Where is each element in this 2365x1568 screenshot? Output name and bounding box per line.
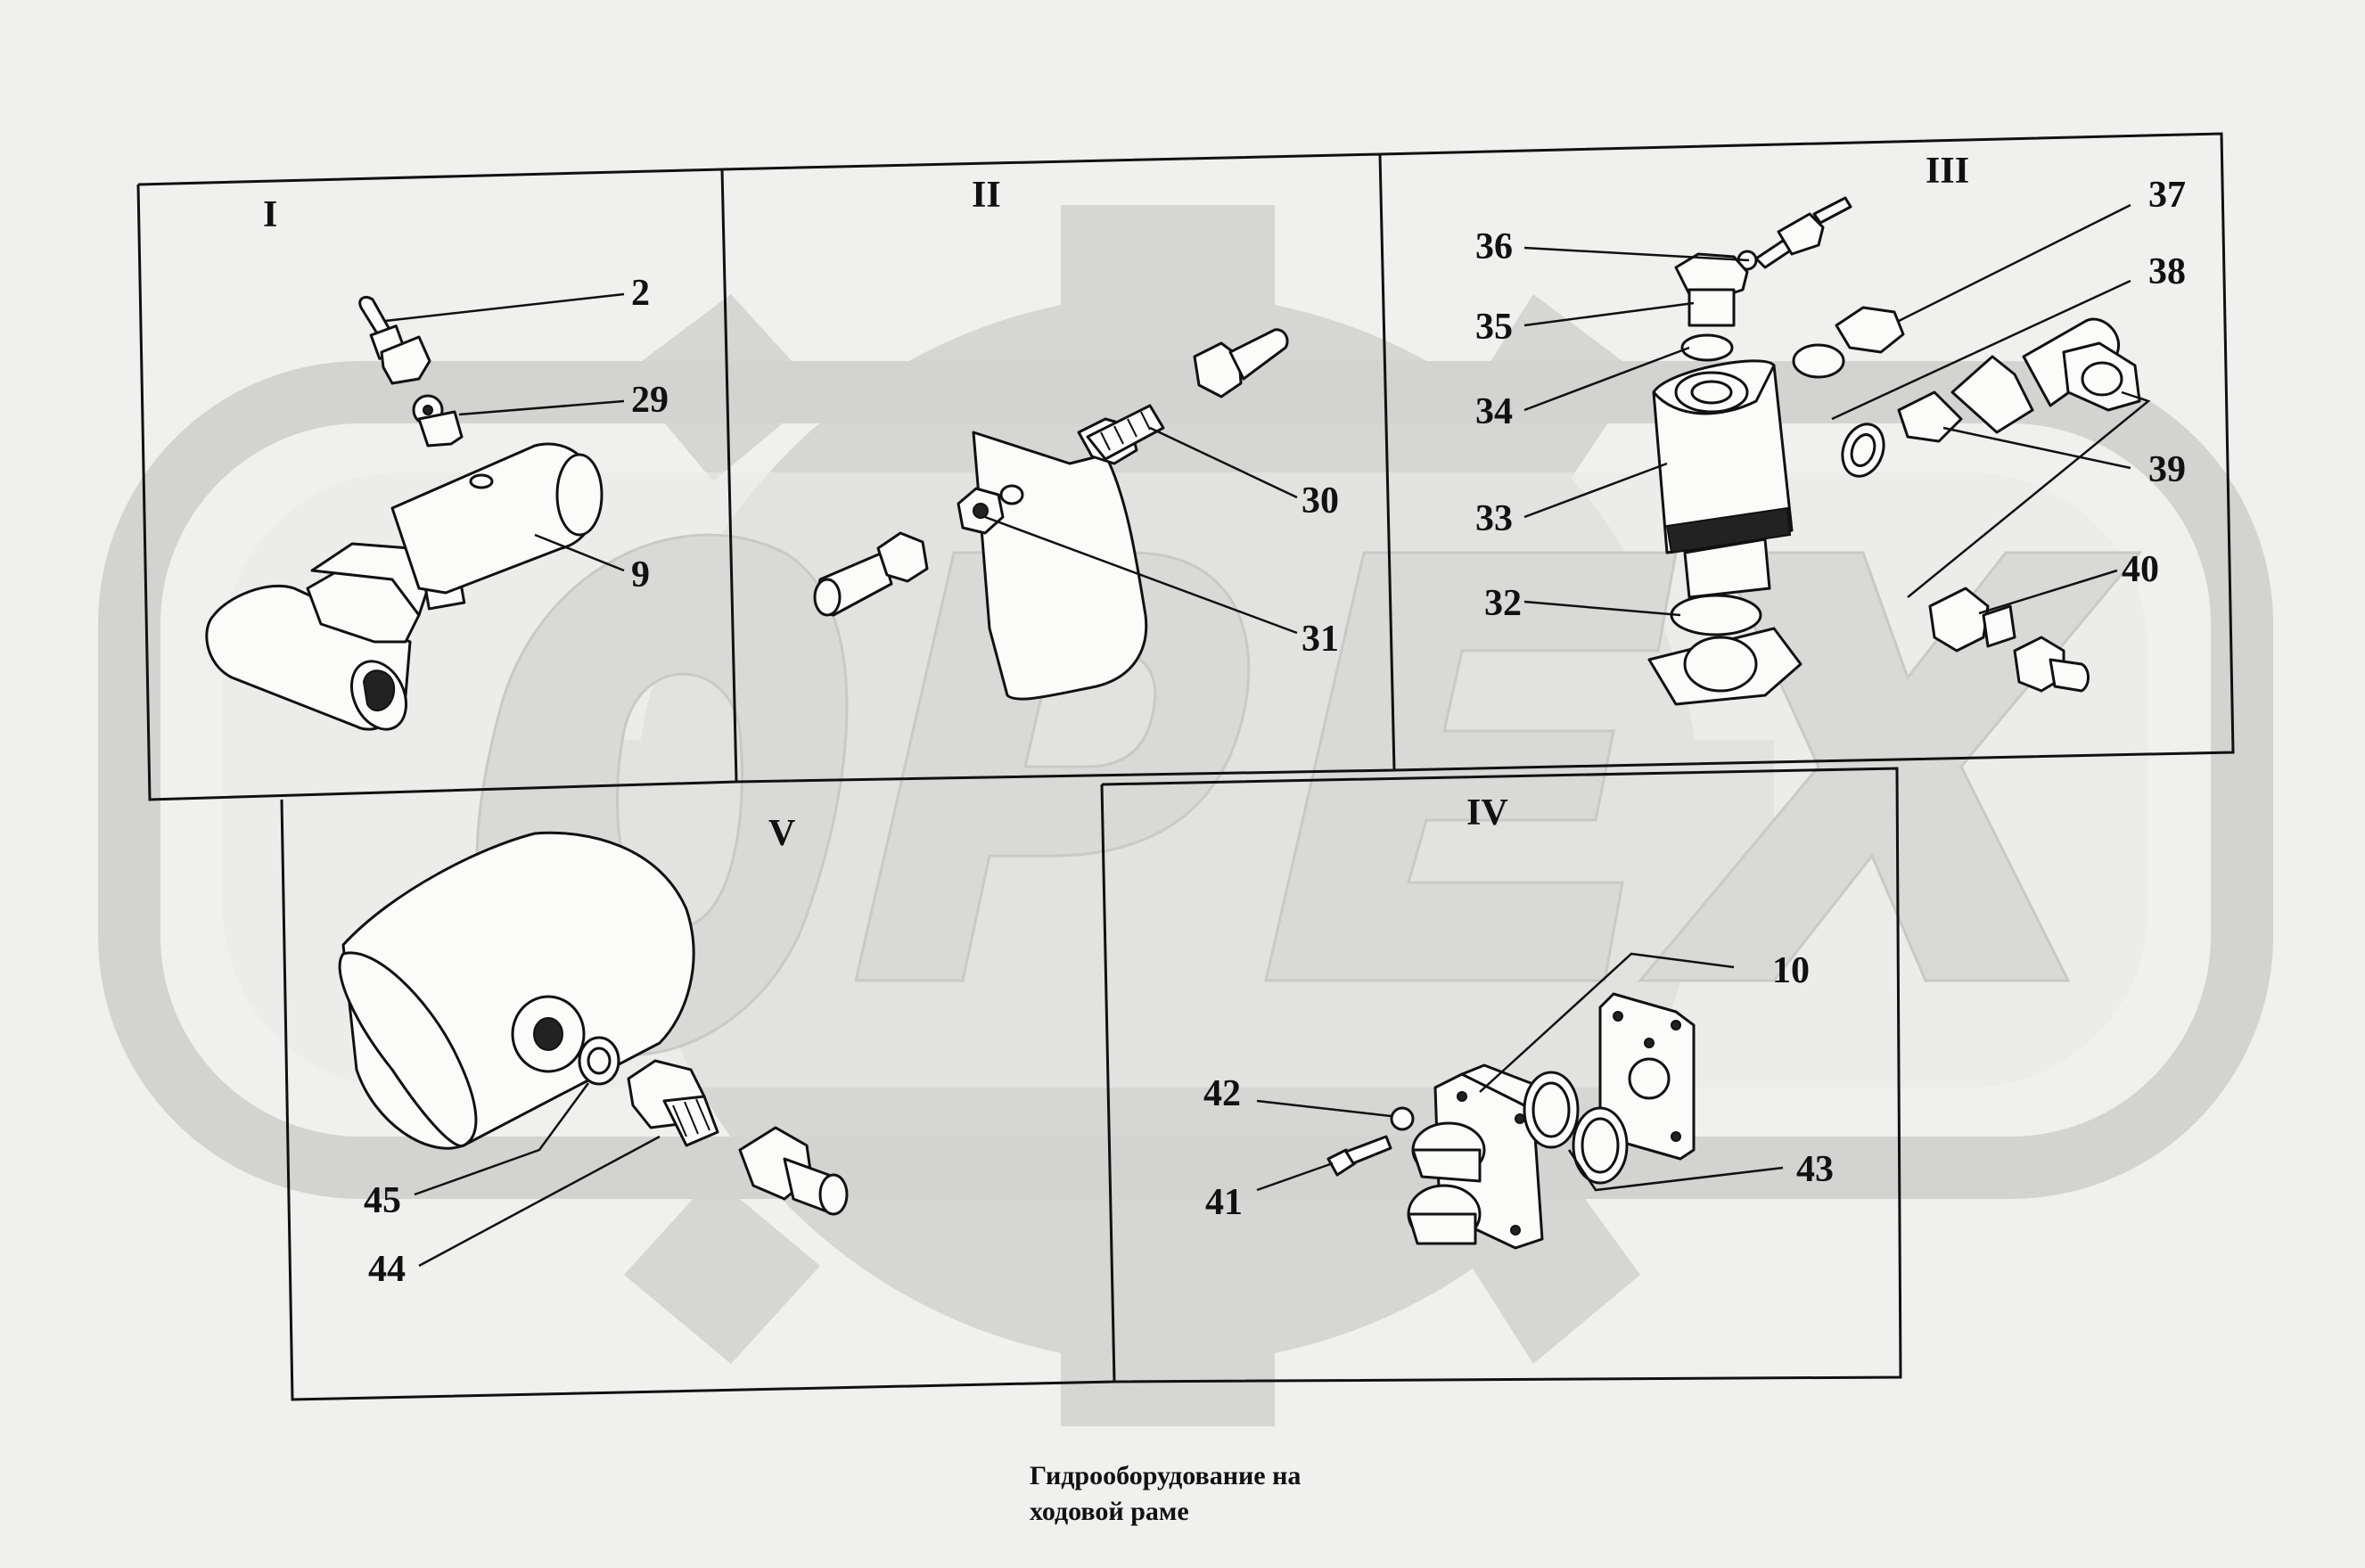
leader-37 <box>1898 203 2131 323</box>
view-frames <box>136 132 2235 1401</box>
leader-31 <box>984 515 1298 635</box>
part-rear-plate <box>1598 992 1696 1161</box>
view-label-I: I <box>263 194 277 235</box>
callout-43: 43 <box>1796 1149 1834 1190</box>
callout-2: 2 <box>631 273 650 314</box>
leader-34 <box>1523 346 1690 412</box>
frame-bottom-left <box>280 784 1116 1401</box>
part-2-fitting <box>358 295 431 385</box>
part-union-nut-V <box>738 1126 849 1216</box>
part-29-nipple <box>412 394 464 447</box>
leader-40 <box>1978 569 2118 615</box>
callout-45: 45 <box>364 1180 401 1221</box>
diagram-caption-line-2: ходовой раме <box>1030 1497 1189 1526</box>
callout-9: 9 <box>631 554 650 595</box>
leader-36 <box>1523 246 1750 262</box>
part-10-flange <box>1407 1063 1548 1250</box>
callout-38: 38 <box>2148 251 2186 292</box>
callout-40: 40 <box>2122 549 2159 590</box>
view-label-III: III <box>1926 151 1969 192</box>
view-IV-parts: 10 42 41 43 <box>1203 950 1834 1250</box>
leader-33 <box>1523 462 1668 519</box>
part-36-fitting <box>1737 196 1852 271</box>
part-33-filter <box>1652 359 1794 599</box>
part-37-plug <box>1792 306 1905 379</box>
part-42-washer <box>1390 1106 1415 1131</box>
frame-top-right <box>1379 132 2235 772</box>
callout-42: 42 <box>1203 1073 1241 1114</box>
view-label-V: V <box>768 813 795 854</box>
callout-32: 32 <box>1484 583 1522 624</box>
leader-41 <box>1256 1162 1334 1192</box>
part-tube-line <box>1907 390 2151 598</box>
part-35-bolt <box>1674 252 1749 327</box>
callout-41: 41 <box>1205 1182 1243 1223</box>
leader-32 <box>1523 600 1681 617</box>
callout-29: 29 <box>631 380 669 421</box>
leader-44 <box>418 1135 661 1268</box>
part-union-fitting-left <box>813 531 929 617</box>
part-44-fitting <box>627 1059 719 1147</box>
view-III-parts: 36 35 34 33 32 37 38 39 40 <box>1475 175 2186 706</box>
callout-36: 36 <box>1475 226 1513 267</box>
view-label-II: II <box>972 175 1001 216</box>
part-union-fitting-right <box>1193 328 1289 398</box>
callout-39: 39 <box>2148 449 2186 490</box>
diagram-caption-line-1: Гидрооборудование на <box>1030 1461 1301 1490</box>
frame-top-middle <box>721 152 1396 784</box>
view-I-parts: 2 29 9 <box>205 273 669 731</box>
part-32-washer <box>1647 594 1802 706</box>
leader-45 <box>414 1082 590 1196</box>
callout-31: 31 <box>1302 619 1339 660</box>
leader-43 <box>1567 1149 1784 1192</box>
view-label-IV: IV <box>1466 792 1508 833</box>
part-41-bolt <box>1326 1135 1392 1177</box>
callout-37: 37 <box>2148 175 2186 216</box>
leader-2 <box>384 292 625 323</box>
part-43-orings <box>1523 1071 1629 1185</box>
view-V-parts: 45 44 <box>338 831 849 1290</box>
callout-34: 34 <box>1475 391 1513 432</box>
part-45-washer <box>578 1036 620 1086</box>
part-9-valve-body <box>205 442 604 731</box>
part-34-washer <box>1680 333 1734 362</box>
leader-30 <box>1149 426 1298 499</box>
view-II-parts: 30 31 <box>813 328 1339 701</box>
part-39-elbow <box>1897 317 2141 443</box>
callout-44: 44 <box>368 1249 406 1290</box>
callout-30: 30 <box>1302 480 1339 521</box>
part-31-nut <box>957 484 1024 535</box>
leader-9 <box>534 533 625 572</box>
opex-watermark <box>98 205 2273 1426</box>
leader-35 <box>1523 301 1695 327</box>
frame-bottom-right <box>1101 767 1902 1383</box>
leader-39 <box>1942 426 2131 470</box>
leader-10 <box>1479 952 1735 1093</box>
callout-10: 10 <box>1772 950 1810 991</box>
callout-33: 33 <box>1475 498 1513 539</box>
callout-35: 35 <box>1475 307 1513 348</box>
part-30-fitting <box>1077 404 1165 465</box>
part-38-oring <box>1841 423 1885 478</box>
leader-42 <box>1256 1099 1392 1118</box>
part-40-fitting <box>1928 587 2090 693</box>
leader-29 <box>458 399 625 416</box>
watermark-band <box>98 361 2273 1199</box>
leader-38 <box>1831 279 2131 421</box>
